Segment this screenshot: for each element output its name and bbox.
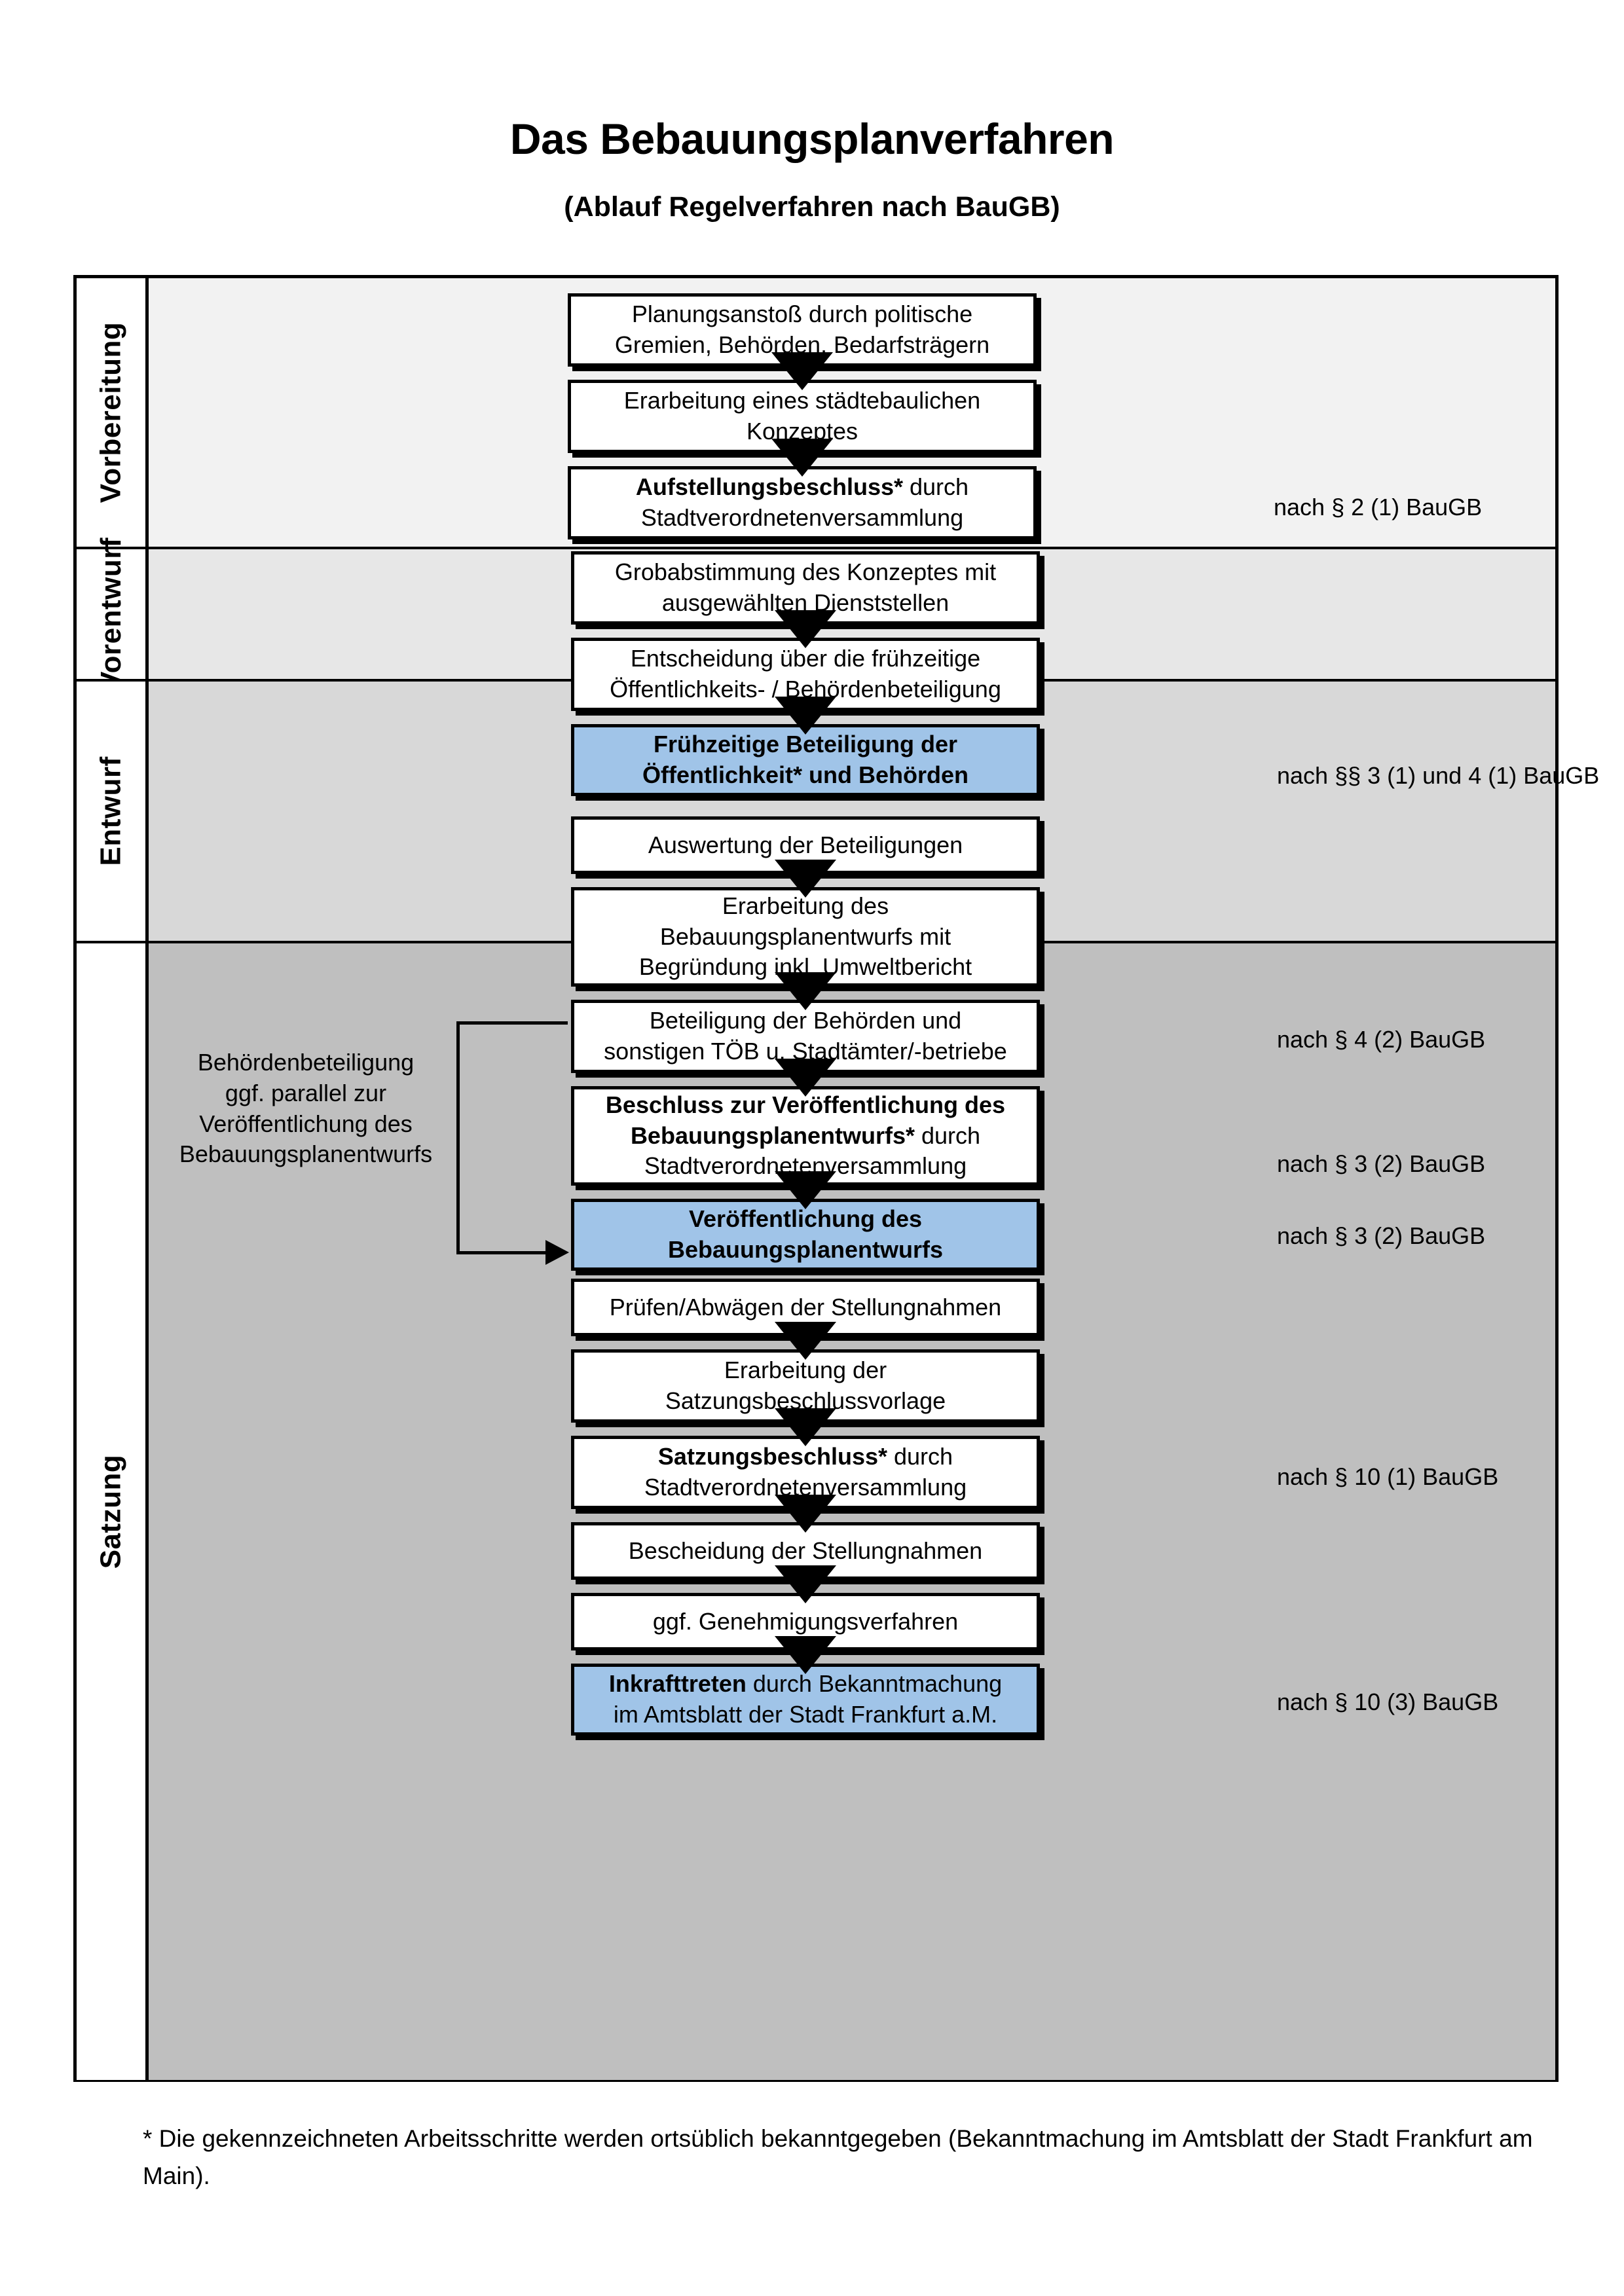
page-subtitle: (Ablauf Regelverfahren nach BauGB) [564, 191, 1060, 223]
node-line: Prüfen/Abwägen der Stellungnahmen [609, 1293, 1002, 1321]
node-beschluss-veroeffentlichung[interactable]: Beschluss zur Veröffentlichung des Bebau… [571, 1086, 1040, 1186]
node-line: Stadtverordnetenversammlung [644, 1474, 967, 1501]
note-paragraph-2-1: nach § 2 (1) BauGB [1274, 494, 1483, 520]
phase-label-text: Entwurf [94, 756, 127, 866]
phase-label-text: Vorentwurf [94, 538, 127, 691]
node-aufstellungsbeschluss[interactable]: Aufstellungsbeschluss* durch Stadtverord… [568, 466, 1037, 539]
node-line-bold: Inkrafttreten [608, 1670, 747, 1698]
node-line-bold: Frühzeitige Beteiligung der [653, 731, 958, 758]
node-line: ggf. Genehmigungsverfahren [652, 1607, 959, 1635]
phase-label-vorentwurf: Vorentwurf [77, 538, 149, 691]
node-erarbeitung-satzungsbeschlussvorlage[interactable]: Erarbeitung der Satzungsbeschlussvorlage [571, 1349, 1040, 1423]
node-line-bold: Veröffentlichung des [688, 1205, 923, 1233]
phase-label-vorbereitung: Vorbereitung [77, 278, 149, 547]
page-title: Das Bebauungsplanverfahren [509, 115, 1115, 163]
node-line: durch Bekanntmachung [746, 1670, 1003, 1698]
node-line: sonstigen TÖB u. Stadtämter/-betriebe [604, 1038, 1007, 1065]
node-genehmigungsverfahren[interactable]: ggf. Genehmigungsverfahren [571, 1593, 1040, 1650]
node-line-bold: Öffentlichkeit* und Behörden [642, 761, 969, 788]
node-fruehzeitige-beteiligung[interactable]: Frühzeitige Beteiligung der Öffentlichke… [571, 724, 1040, 796]
node-line: Planungsanstoß durch politische [631, 301, 973, 328]
node-line: Begründung inkl. Umweltbericht [638, 953, 972, 981]
node-line: Beteiligung der Behörden und [649, 1007, 962, 1034]
node-line-bold: Bebauungsplanentwurfs [667, 1236, 944, 1263]
node-line: Entscheidung über die frühzeitige [630, 645, 981, 672]
arrow-down-icon [771, 352, 833, 390]
flowchart-frame: Vorbereitung Planungsanstoß durch politi… [73, 275, 1599, 2082]
node-line: Öffentlichkeits- / Behördenbeteiligung [610, 676, 1001, 702]
node-line: Grobabstimmung des Konzeptes mit [614, 558, 997, 586]
node-line: Erarbeitung eines städtebaulichen [623, 387, 981, 414]
node-line: durch [903, 473, 969, 501]
node-line: Erarbeitung der [724, 1357, 887, 1384]
node-line: Bebauungsplanentwurfs mit [659, 922, 951, 950]
node-line: Bescheidung der Stellungnahmen [628, 1537, 983, 1564]
node-erarbeitung-bebauungsplanentwurf[interactable]: Erarbeitung des Bebauungsplanentwurfs mi… [571, 887, 1040, 987]
node-beteiligung-behoerden-toeb[interactable]: Beteiligung der Behörden und sonstigen T… [571, 1000, 1040, 1073]
node-line-bold: Satzungsbeschluss* [657, 1443, 888, 1470]
node-entscheidung-fruehzeitige-beteiligung[interactable]: Entscheidung über die frühzeitige Öffent… [571, 638, 1040, 711]
footnote: * Die gekennzeichneten Arbeitsschritte w… [143, 2125, 1533, 2190]
phase-label-text: Vorbereitung [94, 321, 127, 503]
node-line: durch [914, 1121, 981, 1149]
node-satzungsbeschluss[interactable]: Satzungsbeschluss* durch Stadtverordnete… [571, 1436, 1040, 1509]
node-line: Auswertung der Beteiligungen [648, 831, 963, 858]
node-line: durch [887, 1443, 953, 1470]
node-line: ausgewählten Dienststellen [661, 589, 950, 616]
phase-vorbereitung: Vorbereitung Planungsanstoß durch politi… [77, 278, 1555, 547]
node-auswertung-beteiligungen[interactable]: Auswertung der Beteiligungen [571, 816, 1040, 874]
node-bescheidung-stellungnahmen[interactable]: Bescheidung der Stellungnahmen [571, 1522, 1040, 1580]
phase-label-satzung: Satzung [77, 943, 149, 2080]
arrow-down-icon [771, 439, 833, 477]
node-line: Satzungsbeschlussvorlage [665, 1387, 946, 1414]
node-line-bold: Aufstellungsbeschluss* [635, 473, 904, 501]
page-header: Das Bebauungsplanverfahren (Ablauf Regel… [0, 0, 1624, 223]
phase-body-vorbereitung: Planungsanstoß durch politische Gremien,… [149, 278, 1555, 547]
node-line: Erarbeitung des [722, 892, 889, 919]
phase-label-entwurf: Entwurf [77, 682, 149, 941]
node-line: im Amtsblatt der Stadt Frankfurt a.M. [613, 1701, 998, 1728]
node-line: Stadtverordnetenversammlung [644, 1152, 967, 1180]
node-pruefen-abwaegen[interactable]: Prüfen/Abwägen der Stellungnahmen [571, 1279, 1040, 1336]
node-veroeffentlichung-entwurf[interactable]: Veröffentlichung des Bebauungsplanentwur… [571, 1199, 1040, 1271]
node-grobabstimmung[interactable]: Grobabstimmung des Konzeptes mit ausgewä… [571, 551, 1040, 625]
phase-label-text: Satzung [94, 1454, 127, 1569]
node-planungsanstoss[interactable]: Planungsanstoß durch politische Gremien,… [568, 293, 1037, 367]
node-inkrafttreten[interactable]: Inkrafttreten durch Bekanntmachung im Am… [571, 1664, 1040, 1736]
node-line: Stadtverordnetenversammlung [640, 504, 964, 531]
node-line-bold: Beschluss zur Veröffentlichung des [605, 1091, 1006, 1118]
node-line-bold: Bebauungsplanentwurfs* [630, 1121, 915, 1149]
